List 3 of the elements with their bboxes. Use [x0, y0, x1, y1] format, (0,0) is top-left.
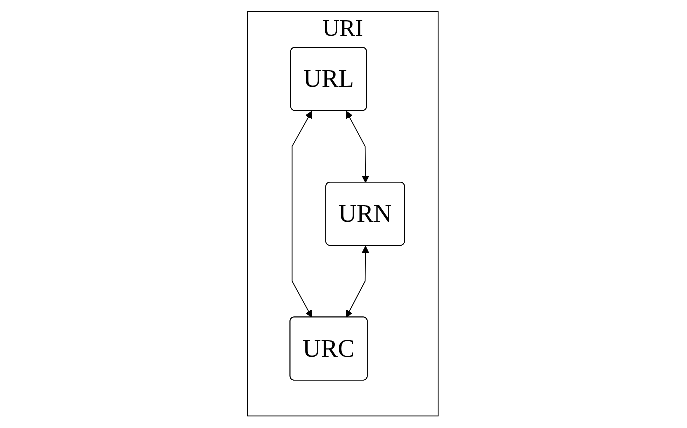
arrow: [292, 111, 313, 318]
arrow: [346, 111, 370, 184]
arrow: [346, 246, 370, 318]
